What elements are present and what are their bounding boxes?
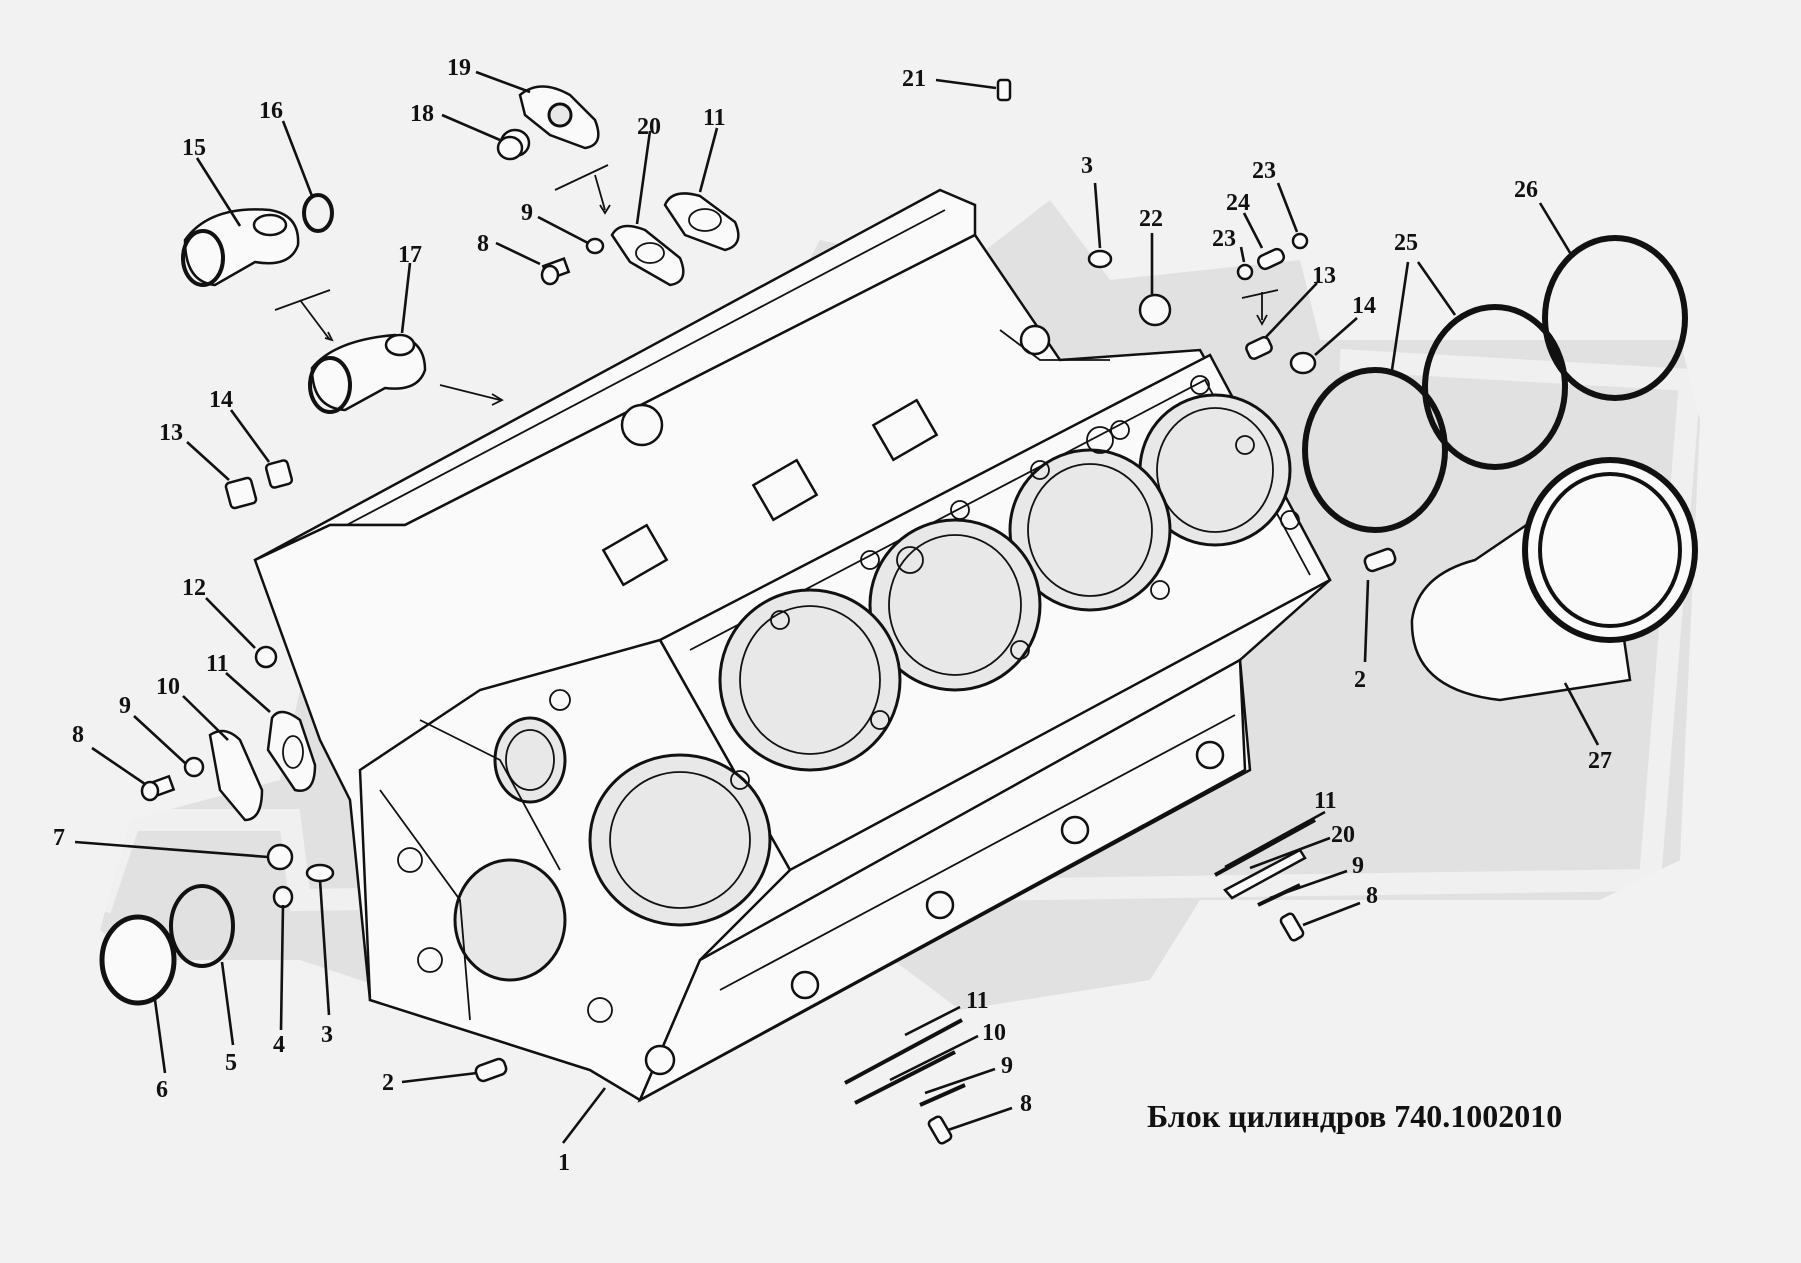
callout-8-left: 8 xyxy=(72,722,84,748)
callout-numbers: 1 2 2 3 3 4 5 6 7 8 8 8 8 9 9 9 9 10 10 … xyxy=(53,55,1612,1176)
callout-25: 25 xyxy=(1394,230,1418,256)
part-elbow-15 xyxy=(181,208,300,287)
callout-9-top: 9 xyxy=(521,200,533,226)
part-stack-bottom xyxy=(844,1018,966,1145)
cylinder-block xyxy=(253,188,1332,1103)
callout-9-lower-right: 9 xyxy=(1352,853,1364,879)
part-14-left xyxy=(264,459,294,489)
part-plug-3-top xyxy=(1087,249,1113,269)
leader-lines xyxy=(74,70,1600,1144)
callout-14-left: 14 xyxy=(209,387,233,413)
callout-18: 18 xyxy=(410,101,434,127)
callout-14-right: 14 xyxy=(1352,293,1376,319)
callout-22: 22 xyxy=(1139,206,1163,232)
callout-11-lower-right: 11 xyxy=(1314,788,1337,814)
part-nut-18 xyxy=(496,128,531,161)
callout-8-bottom: 8 xyxy=(1020,1091,1032,1117)
part-pin-2-right xyxy=(1363,547,1397,573)
part-24 xyxy=(1256,247,1286,271)
callout-26: 26 xyxy=(1514,177,1538,203)
part-4 xyxy=(272,885,294,909)
callout-9-left: 9 xyxy=(119,693,131,719)
callout-27: 27 xyxy=(1588,748,1612,774)
part-flange-19 xyxy=(518,85,600,150)
callout-7: 7 xyxy=(53,825,65,851)
part-gasket-11-left xyxy=(266,710,317,792)
part-gasket-20 xyxy=(610,224,685,287)
callout-20-top: 20 xyxy=(637,114,661,140)
callout-16: 16 xyxy=(259,98,283,124)
part-elbow-17 xyxy=(308,333,427,414)
callout-3-top: 3 xyxy=(1081,153,1093,179)
callout-11-top: 11 xyxy=(703,105,726,131)
part-bolt-8-left xyxy=(140,774,176,802)
callout-11-bottom: 11 xyxy=(966,988,989,1014)
part-ring-5 xyxy=(169,884,235,968)
part-ring-16 xyxy=(302,193,334,233)
callout-10-bottom: 10 xyxy=(982,1020,1006,1046)
callout-17: 17 xyxy=(398,242,422,268)
part-pin-2-left xyxy=(474,1057,508,1083)
part-ring-25-b xyxy=(1422,304,1568,470)
part-23-a xyxy=(1291,232,1309,250)
callout-21: 21 xyxy=(902,66,926,92)
part-bolt-8-top xyxy=(540,257,571,286)
callout-24: 24 xyxy=(1226,190,1250,216)
callout-19: 19 xyxy=(447,55,471,81)
callout-23-a: 23 xyxy=(1252,158,1276,184)
callout-23-b: 23 xyxy=(1212,226,1236,252)
part-ring-26 xyxy=(1542,235,1688,401)
callout-1: 1 xyxy=(558,1150,570,1176)
callout-10-left: 10 xyxy=(156,674,180,700)
callout-4: 4 xyxy=(273,1032,285,1058)
callout-13-left: 13 xyxy=(159,420,183,446)
part-cup-22 xyxy=(1138,293,1172,327)
callout-8-top: 8 xyxy=(477,231,489,257)
part-gasket-11-top xyxy=(663,192,740,252)
part-13-left xyxy=(224,476,258,510)
callout-8-lower-right: 8 xyxy=(1366,883,1378,909)
part-plug-7 xyxy=(266,843,294,871)
callout-11-left: 11 xyxy=(206,651,229,677)
callout-20-lower-right: 20 xyxy=(1331,822,1355,848)
callout-9-bottom: 9 xyxy=(1001,1053,1013,1079)
callout-15: 15 xyxy=(182,135,206,161)
callout-2-left: 2 xyxy=(382,1070,394,1096)
part-14-right xyxy=(1289,351,1317,375)
callout-13-right: 13 xyxy=(1312,263,1336,289)
diagram-title: Блок цилиндров 740.1002010 xyxy=(1147,1098,1563,1134)
callout-12: 12 xyxy=(182,575,206,601)
part-washer-9-top xyxy=(585,237,605,255)
part-washer-9-left xyxy=(183,756,205,778)
callout-2-right: 2 xyxy=(1354,667,1366,693)
part-23-b xyxy=(1236,263,1254,281)
callout-3-left: 3 xyxy=(321,1022,333,1048)
part-cover-6 xyxy=(99,914,177,1006)
callout-6: 6 xyxy=(156,1077,168,1103)
part-plug-21 xyxy=(996,78,1012,102)
part-3-left xyxy=(305,863,335,883)
part-plug-12 xyxy=(254,645,278,669)
part-13-right xyxy=(1245,336,1273,360)
part-liner-27 xyxy=(1410,457,1698,702)
part-ring-25-a xyxy=(1302,367,1448,533)
callout-5: 5 xyxy=(225,1050,237,1076)
